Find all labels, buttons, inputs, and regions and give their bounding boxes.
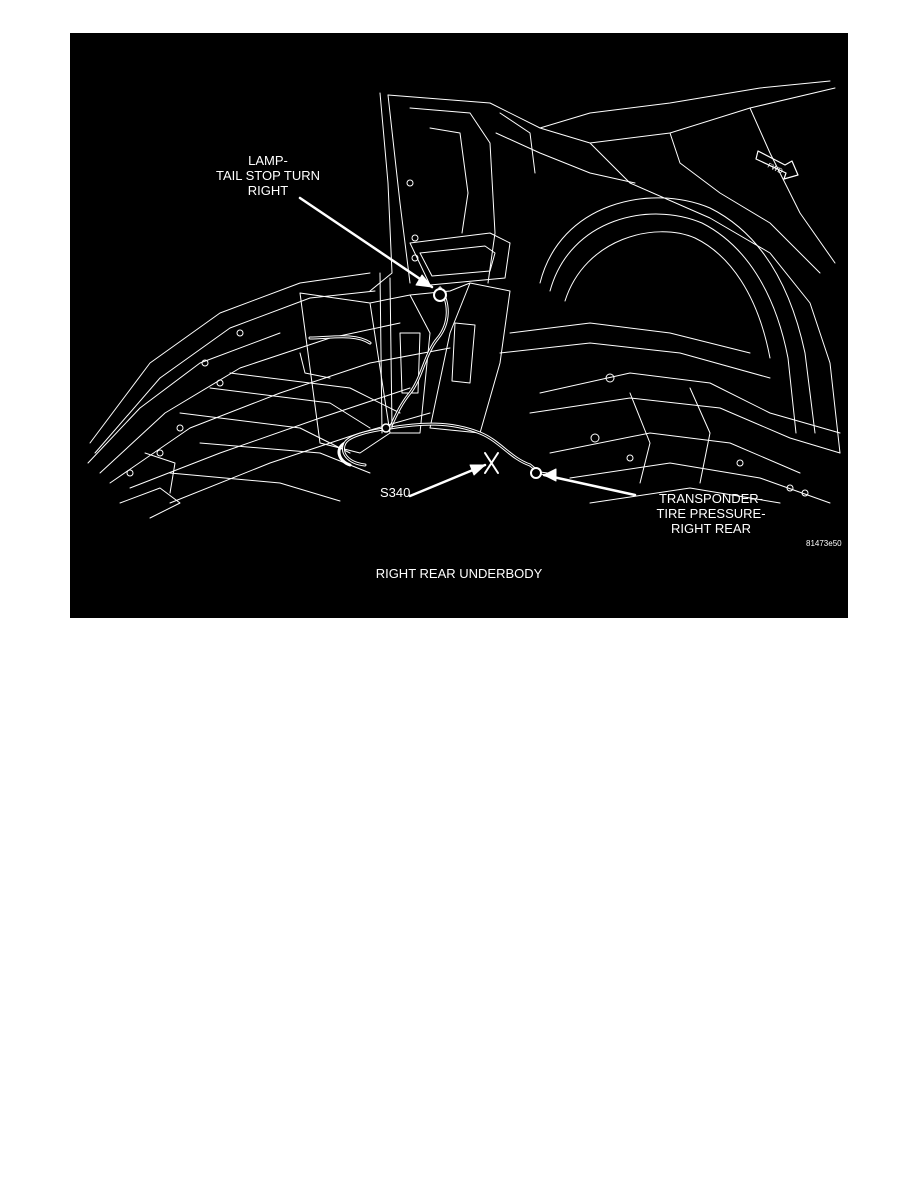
tpms-connector [530, 467, 542, 479]
splice-marker [484, 452, 499, 474]
figure-id: 81473e50 [806, 539, 842, 548]
tail-lamp-pocket [409, 232, 511, 286]
callout-tail-lamp-line1: LAMP- [248, 153, 288, 168]
callout-tpms-line1: TRANSPONDER- [658, 491, 763, 506]
fwd-badge-text: FWD [766, 162, 783, 175]
quarter-panel-outline [369, 92, 393, 292]
floor-pan-rib [209, 387, 371, 429]
callout-tpms-line3: RIGHT REAR [671, 521, 751, 536]
heat-shield-left [299, 292, 391, 454]
heat-shield-right [429, 282, 511, 434]
callout-tpms-line2: TIRE PRESSURE- [656, 506, 766, 521]
lamp-connector [433, 288, 447, 302]
callout-tail-lamp-line2: TAIL STOP TURN [215, 168, 321, 183]
callout-tpms-transponder: TRANSPONDER- TIRE PRESSURE- RIGHT REAR [636, 491, 786, 536]
callout-tail-lamp: LAMP- TAIL STOP TURN RIGHT [188, 153, 348, 198]
tpms-leader-line [542, 473, 637, 497]
wheelhouse-arc [539, 197, 816, 434]
callout-tail-lamp-line3: RIGHT [247, 183, 289, 198]
diagram-figure: FWD LAMP- TAIL STOP TURN RIGHT S340 TRAN… [70, 33, 848, 618]
underbody-line-art: FWD [87, 80, 841, 519]
fwd-arrow-icon [755, 150, 799, 180]
frame-rail-left [89, 272, 371, 444]
lamp-leader-line [298, 196, 434, 289]
callout-splice-s340: S340 [380, 485, 411, 500]
figure-caption: RIGHT REAR UNDERBODY [375, 566, 543, 581]
harness-clip [381, 423, 391, 433]
